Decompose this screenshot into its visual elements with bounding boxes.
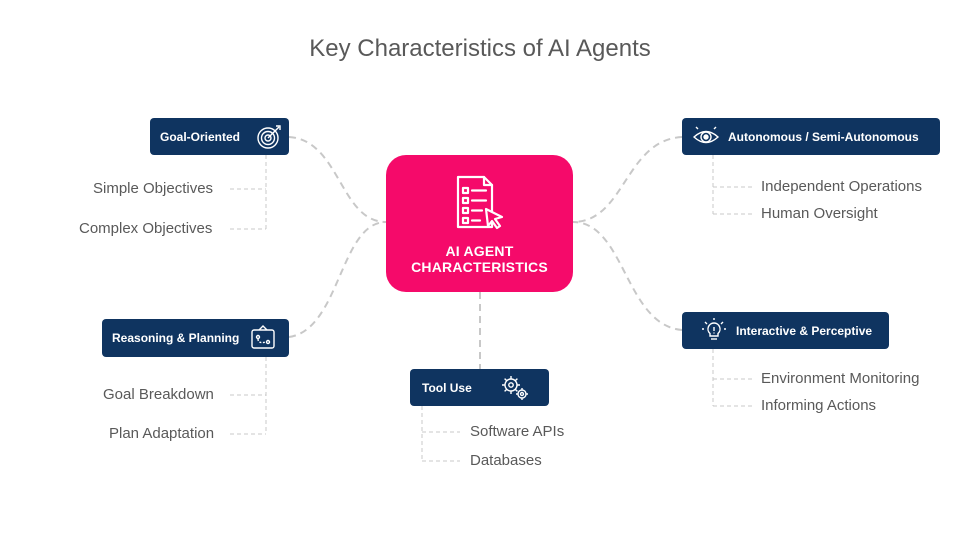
leaf-complex-objectives: Complex Objectives xyxy=(79,220,213,237)
leaf-line-autonomous xyxy=(712,155,752,215)
leaf-databases: Databases xyxy=(470,452,542,469)
central-label: AI AGENT CHARACTERISTICS xyxy=(386,243,573,275)
target-icon xyxy=(257,124,281,149)
leaf-goal-breakdown: Goal Breakdown xyxy=(103,386,214,403)
leaf-software-apis: Software APIs xyxy=(470,423,565,440)
node-tool-use: Tool Use xyxy=(410,369,549,406)
leaf-line-reasoning xyxy=(230,357,267,435)
leaf-plan-adaptation: Plan Adaptation xyxy=(109,425,215,442)
lightbulb-icon xyxy=(702,317,726,340)
central-label-line2: CHARACTERISTICS xyxy=(411,259,548,275)
central-node: AI AGENT CHARACTERISTICS xyxy=(386,155,573,292)
leaf-informing-actions: Informing Actions xyxy=(761,397,877,414)
node-label: Reasoning & Planning xyxy=(112,331,240,345)
node-reasoning-planning: Reasoning & Planning xyxy=(102,319,289,357)
node-autonomous: Autonomous / Semi-Autonomous xyxy=(682,118,940,155)
node-label: Tool Use xyxy=(422,380,472,395)
connector-goal xyxy=(288,136,387,223)
checklist-cursor-icon xyxy=(456,175,504,230)
leaf-environment-monitoring: Environment Monitoring xyxy=(761,370,920,387)
node-interactive-perceptive: Interactive & Perceptive xyxy=(682,312,889,349)
central-label-line1: AI AGENT xyxy=(445,243,514,259)
diagram-title: Key Characteristics of AI Agents xyxy=(309,35,651,62)
node-label: Autonomous / Semi-Autonomous xyxy=(728,129,919,144)
connector-autonomous xyxy=(572,136,683,223)
connector-interactive xyxy=(572,221,683,331)
node-label: Goal-Oriented xyxy=(160,129,241,144)
node-goal-oriented: Goal-Oriented xyxy=(150,118,289,155)
eye-icon xyxy=(692,126,720,143)
leaf-independent-operations: Independent Operations xyxy=(761,178,922,195)
leaf-line-goal xyxy=(230,155,267,230)
gears-icon xyxy=(501,375,528,400)
leaf-human-oversight: Human Oversight xyxy=(761,205,878,222)
leaf-line-tool xyxy=(421,406,460,462)
connector-reasoning xyxy=(288,221,387,338)
planning-board-icon xyxy=(251,325,276,349)
leaf-line-interactive xyxy=(712,349,752,407)
node-label: Interactive & Perceptive xyxy=(736,323,873,338)
leaf-simple-objectives: Simple Objectives xyxy=(93,180,214,197)
